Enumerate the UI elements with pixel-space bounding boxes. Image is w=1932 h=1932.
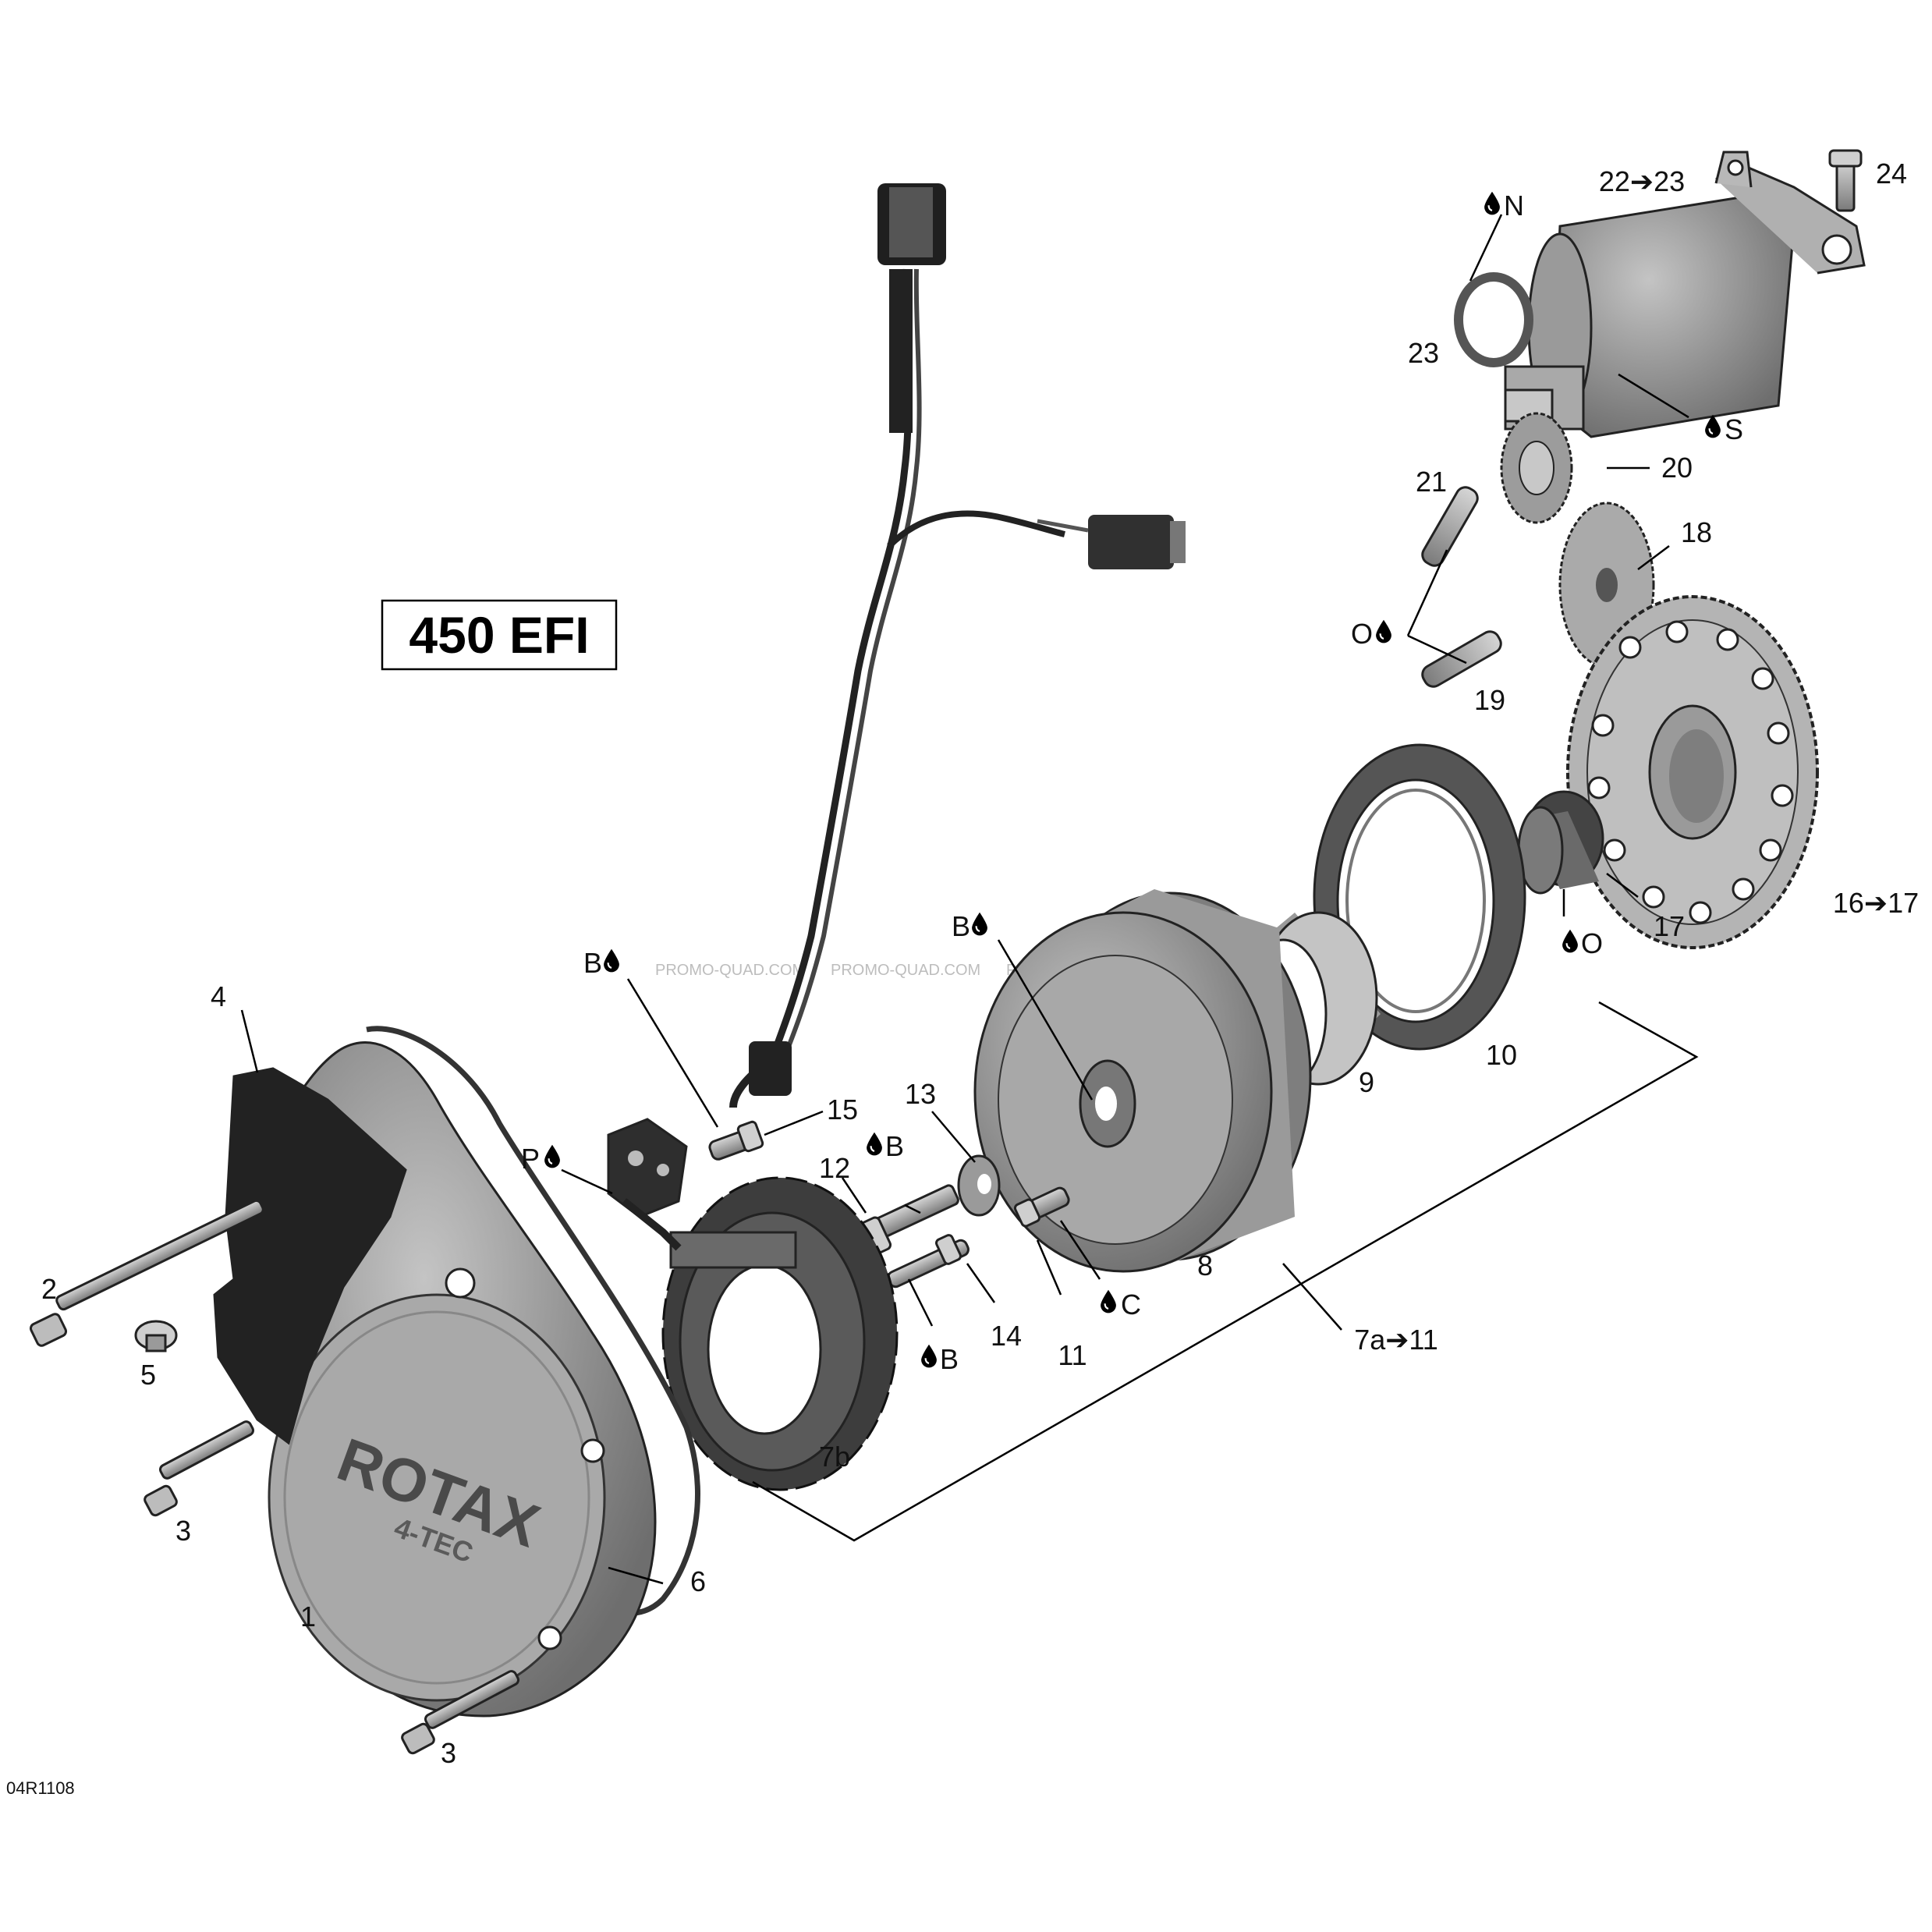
callout-15: 15 [827,1094,858,1126]
lube-letter: B [885,1130,904,1162]
part-8-rotor [973,889,1312,1273]
callout-6: 6 [690,1565,706,1597]
model-title: 450 EFI [381,599,618,671]
lube-letter: S [1725,413,1743,445]
wiring-harness [729,183,1186,1108]
lube-marker-p: P [521,1143,561,1175]
lube-letter: B [583,947,602,979]
lube-marker-s: S [1704,413,1743,445]
pickup-coil [607,1118,688,1251]
oil-drop-icon [920,1343,938,1368]
lube-letter: B [940,1343,959,1375]
callout-4: 4 [211,980,226,1012]
lube-letter: B [952,910,970,942]
callout-1: 1 [300,1601,316,1632]
callout-19: 19 [1474,684,1505,716]
callout-7a-to-11: 7a➔11 [1354,1324,1438,1356]
part-20-gear [1500,412,1573,524]
lube-letter: O [1351,618,1373,650]
lube-marker-o-17: O [1562,927,1603,959]
watermark-text-2: PROMO-QUAD.COM [831,962,980,979]
part-14-screw [887,1234,970,1289]
lubricant-markers: B B B B P C O O [521,190,1743,1375]
callout-13: 13 [905,1078,936,1110]
callout-24: 24 [1876,158,1907,190]
watermark-text-1: PROMO-QUAD.COM [655,962,805,979]
figure-code: 04R1108 [6,1778,75,1798]
harness-grommet [749,1041,792,1096]
lube-marker-b-14: B [920,1343,959,1375]
callouts: 1 2 3 3 4 5 6 7b 8 9 10 11 12 13 14 15 1… [41,158,1919,1769]
callout-3-lower: 3 [441,1737,456,1769]
part-19-pin [1421,630,1502,688]
part-4-plate [213,1067,407,1445]
part-13-washer [957,1154,1001,1217]
lube-marker-b-15: B [583,947,620,979]
starter-motor [1504,151,1866,438]
harness-sleeve [889,269,913,433]
title-frame [381,599,618,671]
lube-marker-c: C [1100,1289,1141,1320]
lube-letter: O [1581,927,1603,959]
oil-drop-icon [866,1131,883,1156]
part-24-screw [1828,149,1863,212]
part-5-screw [134,1320,178,1352]
callout-3-upper: 3 [175,1515,191,1547]
part-11-bolt [1013,1186,1070,1228]
oil-drop-icon [1100,1289,1117,1313]
callout-12: 12 [819,1152,850,1184]
part-3-bolt-upper [144,1420,255,1517]
callout-21: 21 [1416,466,1447,498]
part-7b-stator [661,1176,899,1491]
leader-lines [240,214,1699,1585]
part-21-pin [1421,486,1479,567]
callout-20: 20 [1661,452,1693,484]
lube-marker-b-8: B [952,910,988,942]
lube-marker-b-12: B [866,1130,904,1162]
oil-drop-icon [1562,928,1579,953]
callout-11: 11 [1058,1339,1087,1371]
lube-letter: N [1504,190,1524,222]
part-17-bushing [1517,790,1604,895]
callout-8: 8 [1197,1250,1213,1282]
lube-marker-o-pins: O [1351,618,1392,650]
callout-18: 18 [1681,516,1712,548]
oil-drop-icon [1484,190,1501,215]
part-16-ring-gear [1566,595,1819,949]
callout-17: 17 [1654,910,1685,942]
oil-drop-icon [1375,619,1392,643]
harness-connector-side [1088,515,1174,569]
title-text: 450 EFI [409,606,589,664]
callout-10: 10 [1486,1039,1517,1071]
callout-16-to-17: 16➔17 [1833,887,1919,919]
callout-7b: 7b [819,1441,850,1473]
callout-2: 2 [41,1273,57,1305]
callout-22-to-23: 22➔23 [1599,165,1685,197]
callout-23: 23 [1408,337,1439,369]
part-3-bolt-lower [401,1670,520,1755]
lube-marker-n: N [1484,190,1524,222]
callout-14: 14 [991,1320,1022,1352]
callout-9: 9 [1359,1066,1374,1098]
part-23-o-ring [1454,272,1533,367]
oil-drop-icon [971,911,988,936]
oil-drop-icon [544,1143,561,1168]
lube-letter: P [521,1143,540,1175]
oil-drop-icon [603,948,620,973]
part-2-bolt [29,1199,264,1347]
callout-5: 5 [140,1359,156,1391]
lube-letter: C [1121,1289,1141,1320]
part-15-screw [708,1120,764,1161]
